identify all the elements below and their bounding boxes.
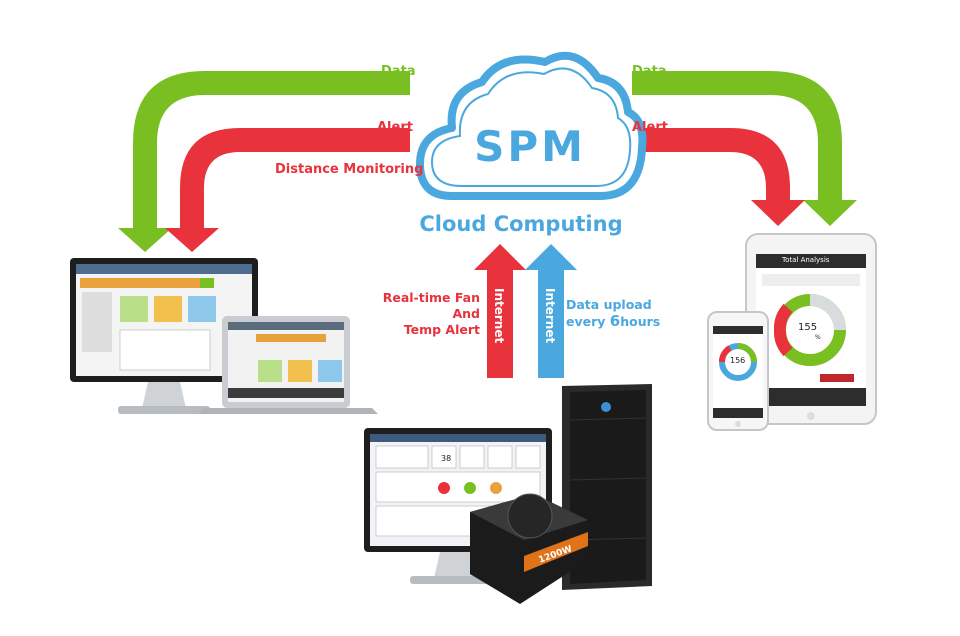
distance-monitoring-label: Distance Monitoring <box>275 162 424 177</box>
cloud-subtitle: Cloud Computing <box>419 212 623 236</box>
cloud-icon <box>416 51 647 200</box>
realtime-alert-label: Real-time Fan And Temp Alert <box>378 290 480 338</box>
tablet <box>745 233 877 425</box>
up-blue-internet-arrow <box>525 244 577 378</box>
upload-prefix: every <box>566 314 610 329</box>
tablet-title: Total Analysis <box>782 256 830 264</box>
right-green-data-arrow <box>632 71 857 226</box>
right-alert-label: Alert <box>632 120 668 135</box>
laptop <box>198 316 378 414</box>
left-alert-label: Alert <box>377 120 413 135</box>
cloud-title: SPM <box>474 122 586 171</box>
realtime-line2: And <box>452 306 480 321</box>
up-red-internet-arrow <box>474 244 526 378</box>
desktop-value: 38 <box>441 454 452 463</box>
upload-line1: Data upload <box>566 297 652 312</box>
data-upload-label: Data upload every 6hours <box>566 296 660 330</box>
right-red-alert-arrow <box>632 128 805 226</box>
right-data-label: Data <box>632 64 667 79</box>
left-green-arrow-body <box>118 71 410 252</box>
tablet-gauge-value: 155 <box>798 322 818 333</box>
upload-suffix: hours <box>620 314 661 329</box>
tablet-gauge-unit: % <box>815 334 821 341</box>
psu <box>470 493 588 604</box>
upload-number: 6 <box>609 312 621 330</box>
left-data-label: Data <box>381 64 416 79</box>
realtime-line1: Real-time Fan <box>382 290 480 305</box>
upload-line2: every 6hours <box>566 313 660 330</box>
internet-label-blue: Internet <box>543 288 557 344</box>
phone-gauge-value: 156 <box>730 356 746 365</box>
left-red-alert-arrow <box>165 128 410 252</box>
realtime-line3: Temp Alert <box>403 322 480 337</box>
phone <box>707 311 769 431</box>
internet-label-red: Internet <box>492 288 506 344</box>
bottom-monitor <box>364 428 552 584</box>
